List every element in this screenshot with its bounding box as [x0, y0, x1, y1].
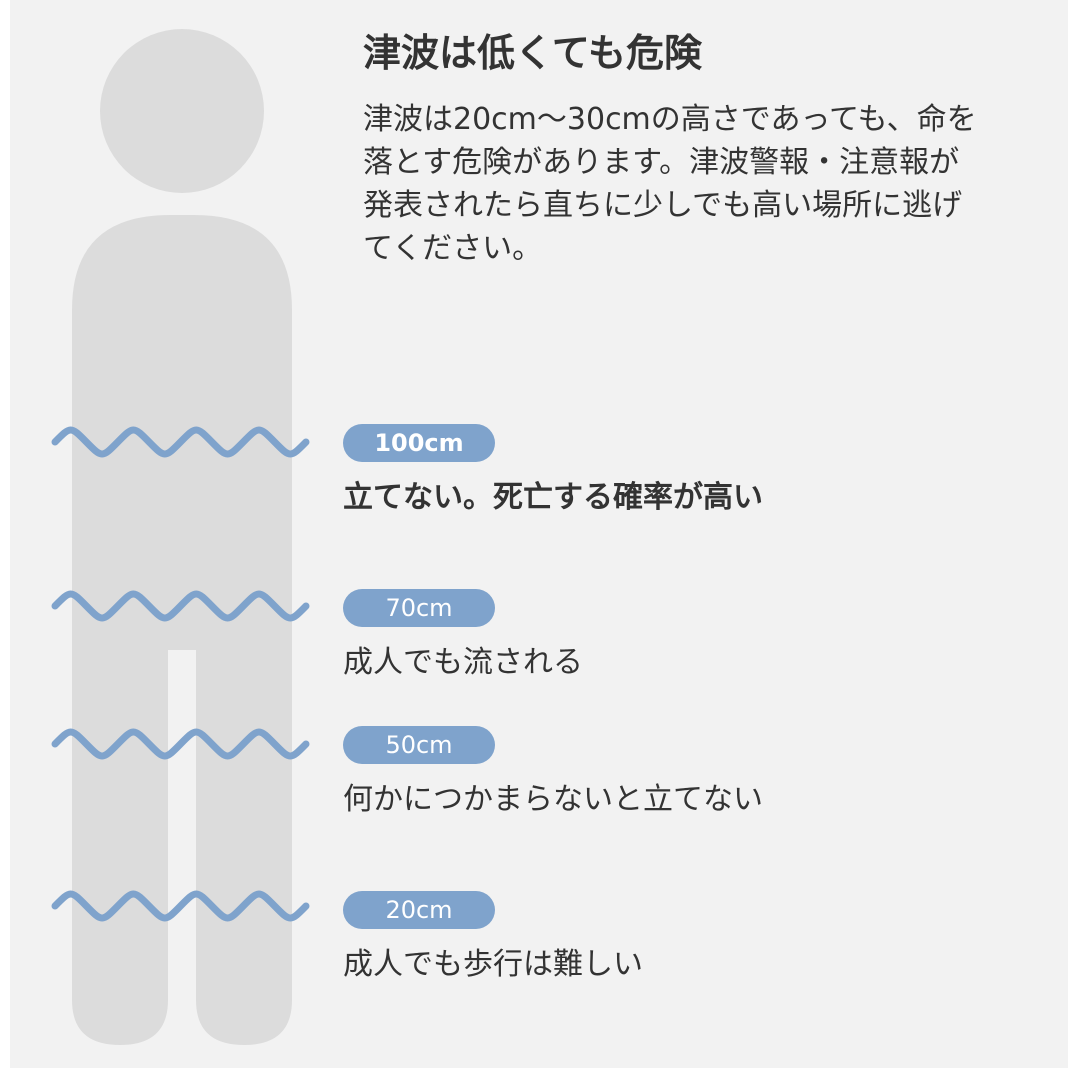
level-badge-20cm: 20cm [343, 891, 495, 929]
wave-line-100cm [51, 426, 310, 458]
tsunami-danger-panel: 津波は低くても危険 津波は20cm〜30cmの高さであっても、命を 落とす危険が… [10, 0, 1068, 1068]
page-title: 津波は低くても危険 [363, 31, 702, 75]
human-figure-illustration [51, 29, 310, 1045]
wave-line-70cm [51, 590, 310, 622]
figure-right-leg [196, 640, 292, 1045]
figure-torso [72, 215, 292, 645]
wave-line-50cm [51, 728, 310, 760]
description-line: てください。 [363, 231, 543, 266]
description-line: 落とす危険があります。津波警報・注意報が [363, 145, 960, 180]
level-badge-50cm: 50cm [343, 726, 495, 764]
level-effect-100cm: 立てない。死亡する確率が高い [343, 480, 763, 515]
description-line: 発表されたら直ちに少しでも高い場所に逃げ [363, 188, 963, 223]
figure-head [100, 29, 264, 193]
figure-crotch [168, 640, 196, 650]
level-effect-20cm: 成人でも歩行は難しい [343, 947, 643, 982]
water-level-waves [51, 426, 310, 922]
level-effect-70cm: 成人でも流される [343, 645, 583, 680]
level-effect-50cm: 何かにつかまらないと立てない [343, 782, 763, 817]
level-badge-70cm: 70cm [343, 589, 495, 627]
figure-left-leg [72, 640, 168, 1045]
level-badge-100cm: 100cm [343, 424, 495, 462]
description-line: 津波は20cm〜30cmの高さであっても、命を [363, 102, 977, 137]
description: 津波は20cm〜30cmの高さであっても、命を 落とす危険があります。津波警報・… [363, 98, 1043, 270]
wave-line-20cm [51, 890, 310, 922]
